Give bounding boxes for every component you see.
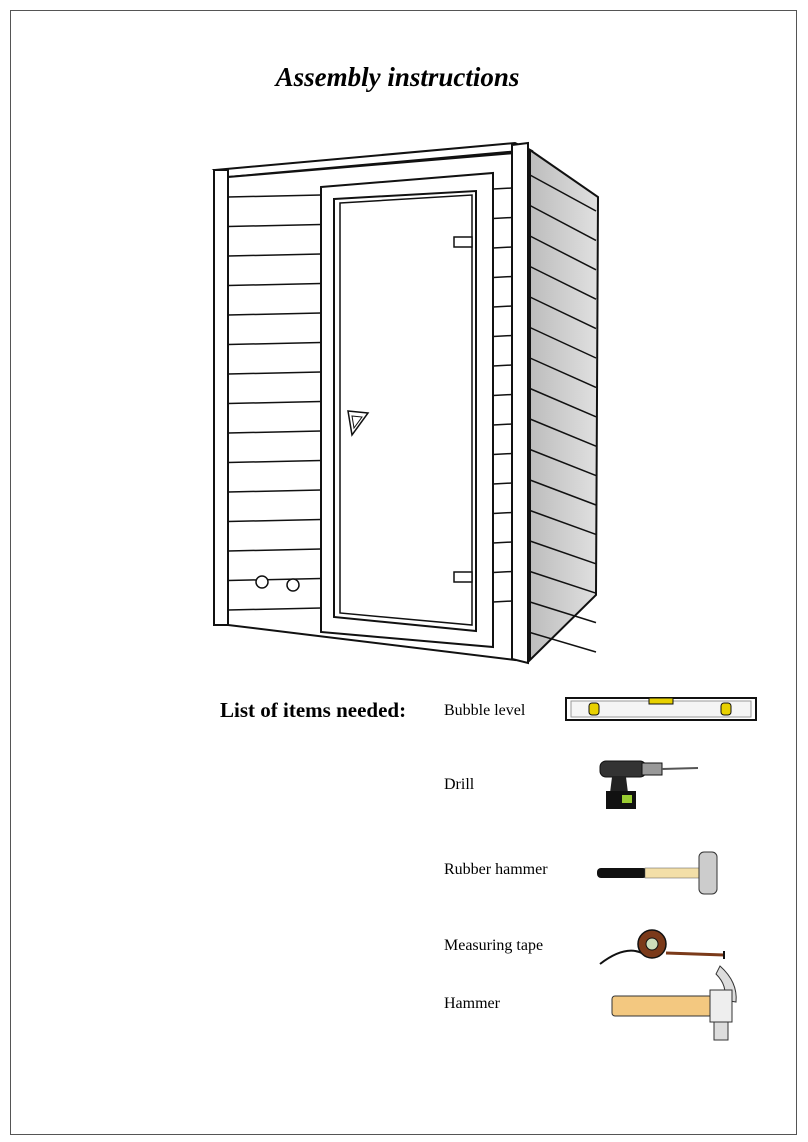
drill-icon <box>599 760 699 809</box>
side-slat <box>529 357 597 389</box>
tool-label-hammer: Hammer <box>444 995 500 1012</box>
side-slat <box>529 265 597 300</box>
front-slat <box>227 607 322 611</box>
side-slat <box>529 418 597 447</box>
front-slat <box>227 194 322 198</box>
front-slat <box>492 600 513 603</box>
front-slat <box>492 393 513 397</box>
tool-label-rubber-hammer: Rubber hammer <box>444 861 548 878</box>
tool-label-drill: Drill <box>444 776 475 793</box>
front-slat <box>492 541 513 544</box>
side-slat <box>529 540 597 565</box>
front-slat <box>492 482 513 485</box>
front-slat <box>492 187 513 190</box>
side-slat <box>529 387 597 418</box>
side-slat <box>529 479 597 506</box>
front-slat <box>227 459 322 464</box>
side-slat <box>529 174 597 212</box>
tool-label-bubble-level: Bubble level <box>444 702 526 719</box>
front-slat <box>227 223 322 228</box>
front-slat <box>492 423 513 426</box>
side-slat <box>529 570 597 594</box>
front-slat <box>227 312 322 316</box>
front-slat <box>227 282 322 287</box>
side-slat <box>529 631 597 653</box>
front-slat <box>492 452 513 456</box>
cabin-illustration <box>211 141 600 665</box>
front-slat <box>227 548 322 552</box>
side-slat <box>529 326 597 359</box>
front-slat <box>492 216 513 220</box>
hammer-icon <box>611 965 737 1041</box>
bubble-level-icon <box>565 697 757 721</box>
front-slat <box>492 364 513 367</box>
side-slat <box>529 509 597 536</box>
front-slat <box>492 275 513 279</box>
front-slat <box>492 511 513 515</box>
front-slat <box>227 430 322 434</box>
measuring-tape-icon <box>599 929 725 965</box>
front-slat <box>227 371 322 375</box>
side-slat <box>529 204 597 242</box>
front-slat <box>492 305 513 308</box>
page-title: Assembly instructions <box>275 62 520 92</box>
front-slat <box>227 253 322 257</box>
front-slat <box>492 246 513 249</box>
side-slat <box>529 448 597 477</box>
items-heading: List of items needed: <box>220 698 407 722</box>
tool-label-measuring-tape: Measuring tape <box>444 937 544 954</box>
side-slat <box>529 601 597 624</box>
front-slat <box>227 518 322 523</box>
front-slat <box>492 334 513 338</box>
side-slat <box>529 296 597 330</box>
front-slat <box>227 400 322 405</box>
front-slat <box>227 341 322 346</box>
side-slat <box>529 235 597 271</box>
front-slat <box>227 489 322 493</box>
rubber-hammer-icon <box>597 851 718 895</box>
front-slat <box>227 577 322 582</box>
page-border <box>10 10 797 1135</box>
front-slat <box>492 570 513 574</box>
